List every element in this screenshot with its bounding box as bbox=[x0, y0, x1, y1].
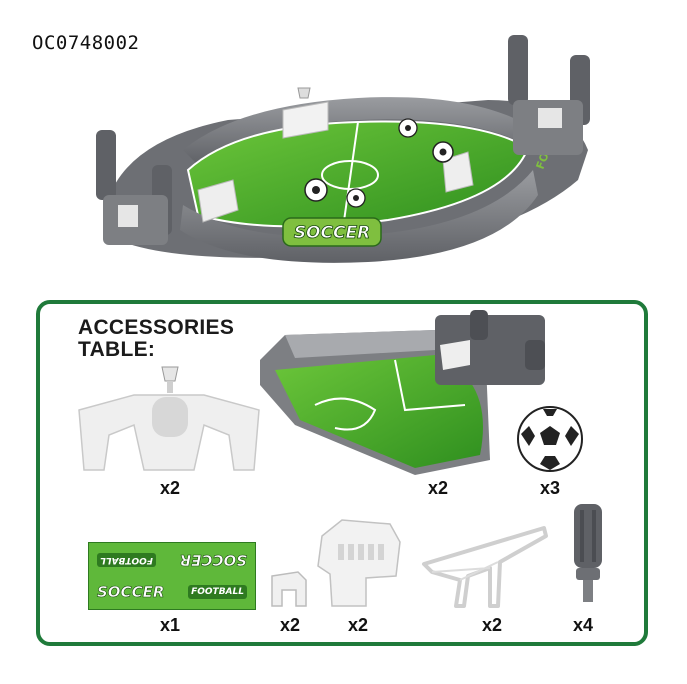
goal-frame-part bbox=[78, 366, 260, 471]
sticker-label-1: SOCCER bbox=[97, 583, 165, 602]
assembled-game-image: SOCCER FOOTBALL bbox=[96, 35, 590, 263]
sticker-label-3: SOCCER bbox=[179, 551, 247, 570]
half-field-qty: x2 bbox=[428, 478, 449, 498]
connector-clip-part bbox=[271, 571, 307, 607]
stadium-brand-text: SOCCER bbox=[294, 223, 370, 243]
handle-rod-part bbox=[574, 504, 602, 602]
sticker-sheet-qty: x1 bbox=[160, 615, 181, 635]
sticker-label-2: FOOTBALL bbox=[188, 585, 247, 599]
sticker-label-4: FOOTBALL bbox=[97, 553, 156, 567]
connector-clip-qty: x2 bbox=[280, 615, 301, 635]
sticker-sheet-part: SOCCER FOOTBALL SOCCER FOOTBALL bbox=[88, 542, 256, 610]
ball-qty: x3 bbox=[540, 478, 561, 498]
half-field-part bbox=[260, 310, 545, 475]
accessories-title-line1: ACCESSORIES bbox=[78, 316, 235, 339]
stand-bracket-part bbox=[317, 519, 401, 607]
ball-part bbox=[517, 406, 583, 472]
handle-rod-qty: x4 bbox=[573, 615, 594, 635]
goal-net-frame-part bbox=[422, 526, 548, 608]
goal-frame-qty: x2 bbox=[160, 478, 181, 498]
stand-bracket-qty: x2 bbox=[348, 615, 369, 635]
accessories-panel bbox=[36, 300, 648, 646]
product-code: OC0748002 bbox=[32, 32, 140, 54]
goal-net-frame-qty: x2 bbox=[482, 615, 503, 635]
accessories-title: ACCESSORIES TABLE: bbox=[78, 317, 234, 361]
accessories-title-line2: TABLE: bbox=[78, 338, 156, 361]
